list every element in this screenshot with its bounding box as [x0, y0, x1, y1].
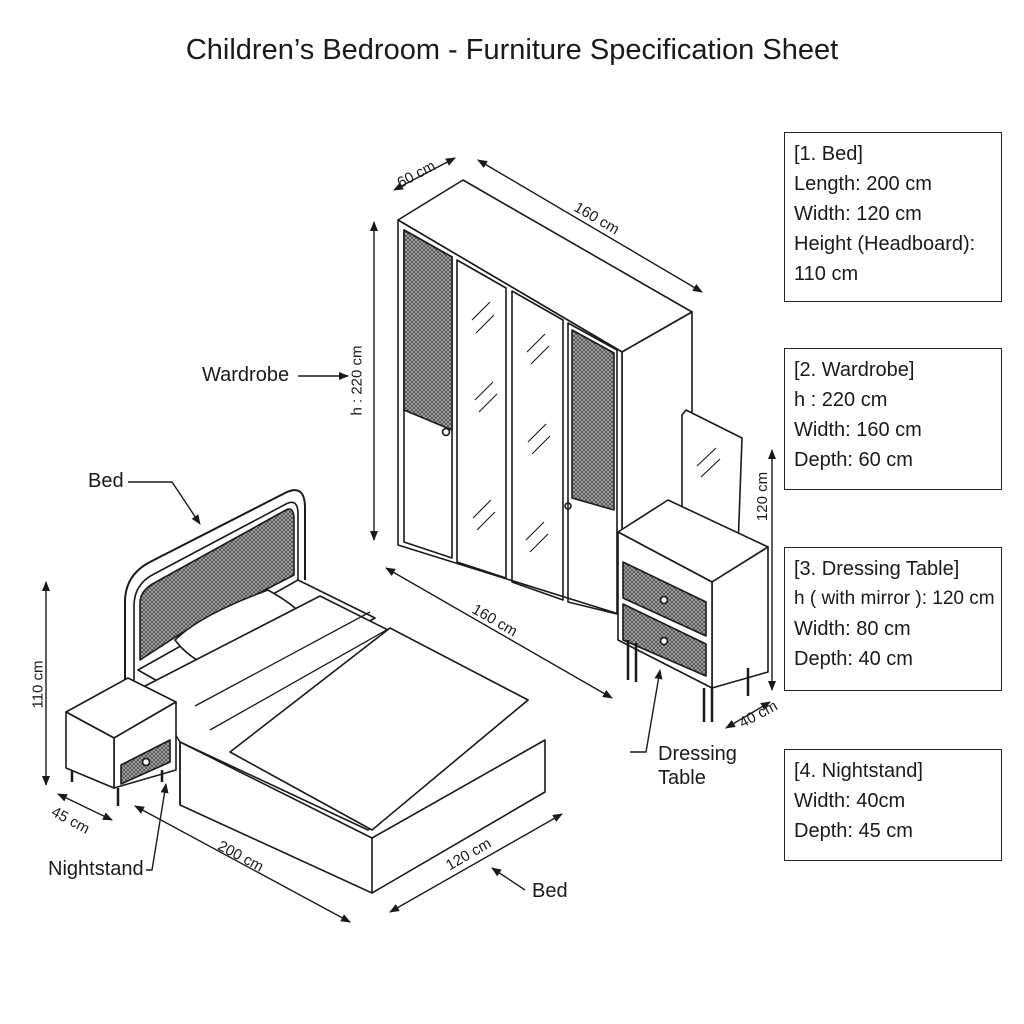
spec-line: Depth: 40 cm: [794, 648, 913, 670]
wardrobe-rattan-panel-right: [571, 329, 615, 511]
spec-box-nightstand: [4. Nightstand] Width: 40cm Depth: 45 cm: [784, 749, 1002, 861]
spec-line: 110 cm: [794, 263, 859, 285]
page-title: Children’s Bedroom - Furniture Specifica…: [185, 34, 839, 66]
wardrobe-knob-icon: [441, 427, 451, 437]
spec-heading: [2. Wardrobe]: [794, 359, 915, 381]
spec-line: Depth: 45 cm: [794, 820, 913, 842]
spec-box-bed: [1. Bed] Length: 200 cm Width: 120 cm He…: [784, 132, 1002, 302]
spec-heading: [3. Dressing Table]: [794, 558, 960, 580]
callout-dressing-table-line2: Table: [658, 767, 706, 789]
wardrobe-rattan-panel-left: [403, 229, 453, 431]
callout-bed-top: Bed: [88, 470, 124, 492]
spec-line: h : 220 cm: [794, 389, 888, 411]
callout-bed-bottom: Bed: [532, 880, 568, 902]
spec-box-wardrobe: [2. Wardrobe] h : 220 cm Width: 160 cm D…: [784, 348, 1002, 490]
wardrobe-knob-icon: [564, 502, 572, 510]
dressing-table-drawing: [617, 409, 769, 722]
dim-bed-height: 110 cm: [29, 660, 47, 709]
dim-dressing-height: 120 cm: [754, 471, 772, 522]
spec-line: Width: 160 cm: [794, 419, 922, 441]
callout-nightstand: Nightstand: [48, 858, 144, 880]
callout-wardrobe: Wardrobe: [202, 364, 290, 386]
spec-heading: [4. Nightstand]: [794, 760, 923, 782]
spec-line: Length: 200 cm: [794, 173, 932, 195]
spec-line: Width: 40cm: [794, 790, 906, 812]
spec-heading: [1. Bed]: [794, 143, 863, 165]
spec-line: h ( with mirror ): 120 cm: [794, 588, 995, 609]
spec-line: Depth: 60 cm: [794, 449, 913, 471]
dim-wardrobe-height: h : 220 cm: [348, 345, 366, 416]
spec-box-dressing-table: [3. Dressing Table] h ( with mirror ): 1…: [784, 547, 1002, 691]
bed-headboard-rattan: [139, 508, 295, 661]
spec-line: Width: 80 cm: [794, 618, 911, 640]
spec-line: Height (Headboard):: [794, 233, 976, 255]
callout-dressing-table-line1: Dressing: [658, 743, 737, 765]
nightstand-drawing: [65, 677, 177, 806]
spec-line: Width: 120 cm: [794, 203, 922, 225]
